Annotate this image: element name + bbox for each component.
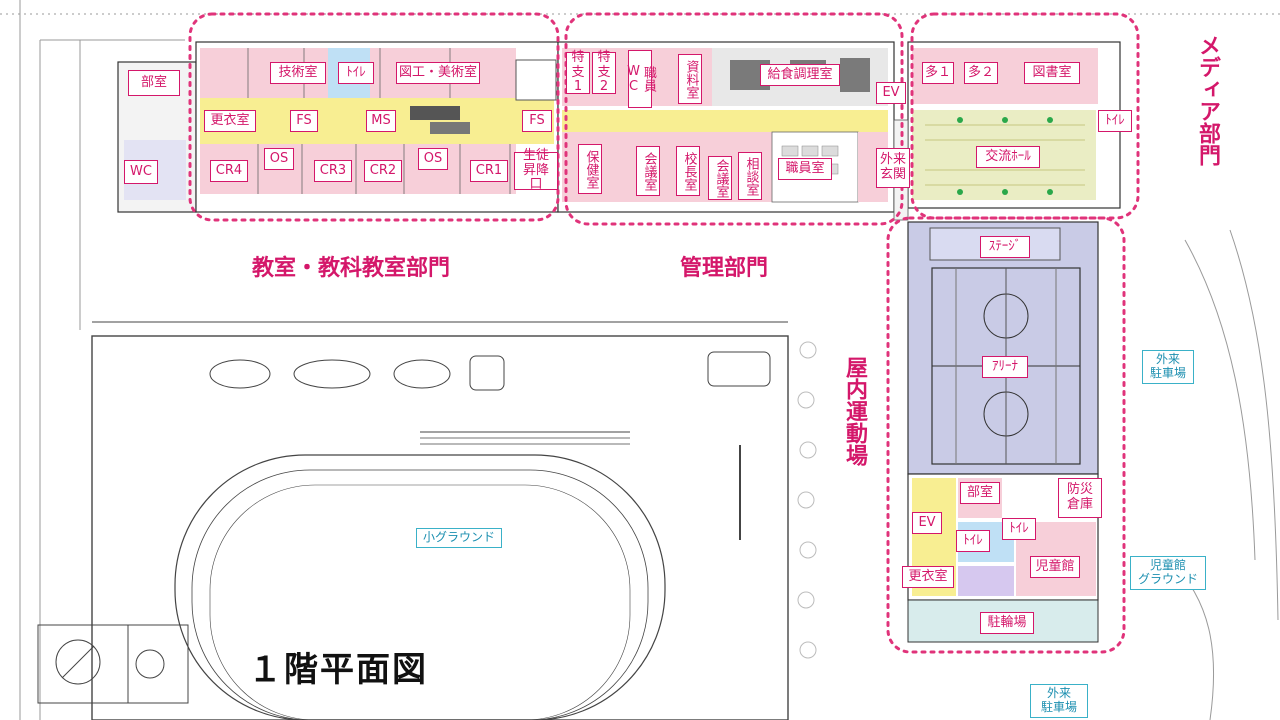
room-cr2: CR2 [364,160,402,182]
label-kids-ground: 児童館 グラウンド [1130,556,1206,590]
room-ev-2: EV [912,512,942,534]
room-ta-2: 多２ [964,62,998,84]
room-arena: ｱﾘｰﾅ [982,356,1028,378]
room-kaigi-2: 会議室 [708,156,732,200]
room-ms: MS [366,110,396,132]
room-os-2: OS [418,148,448,170]
room-ta-1: 多１ [922,62,954,84]
room-shokuin-wc: 職員WC [626,50,656,108]
room-gijutsu: 技術室 [270,62,326,84]
room-toilet-media: ﾄｲﾚ [1098,110,1132,132]
room-tokushi-1: 特支 1 [566,50,590,94]
room-cr4: CR4 [210,160,248,182]
room-tokushi-2: 特支 2 [592,50,616,94]
room-cr3: CR3 [314,160,352,182]
room-stage: ｽﾃｰｼﾞ [980,236,1030,258]
compass-icon [37,624,189,704]
room-zukou: 図工・美術室 [396,62,480,84]
room-bushitsu-gym: 部室 [960,482,1000,504]
room-kaigi-1: 会議室 [636,146,660,196]
room-bousai: 防災 倉庫 [1058,478,1102,518]
tree-row [797,341,817,659]
room-toilet-1: ﾄｲﾚ [338,62,374,84]
room-shokuin: 職員室 [778,158,832,180]
room-hoken: 保健室 [578,144,602,194]
room-wc-west: WC [124,160,158,184]
section-media: メディア部門 [1195,34,1220,166]
room-cr1: CR1 [470,160,508,182]
room-kouchou: 校長室 [676,146,700,196]
label-parking-2: 外来 駐車場 [1030,684,1088,718]
room-kyushoku: 給食調理室 [760,64,840,86]
room-chuurin: 駐輪場 [980,612,1034,634]
room-tosho: 図書室 [1024,62,1080,84]
section-admin: 管理部門 [680,256,769,281]
room-os-1: OS [264,148,294,170]
section-outlines [188,12,1140,654]
room-gairai-genkan: 外来 玄関 [876,148,910,188]
label-parking-1: 外来 駐車場 [1142,350,1194,384]
room-kouryu-hall: 交流ﾎｰﾙ [976,146,1040,168]
page-title: １階平面図 [248,650,428,690]
room-jidoukan: 児童館 [1030,556,1080,578]
section-classroom: 教室・教科教室部門 [252,256,451,281]
room-seito-shoukouguchi: 生徒 昇降口 [514,148,558,192]
room-toilet-gym-1: ﾄｲﾚ [956,530,990,552]
room-fs-2: FS [522,110,552,132]
section-gym: 屋内運動場 [842,356,867,466]
room-ev-1: EV [876,82,906,104]
room-bushitsu-west: 部室 [128,70,180,96]
room-soudan: 相談室 [738,152,762,200]
room-toilet-gym-2: ﾄｲﾚ [1002,518,1036,540]
room-koui-gym: 更衣室 [902,566,954,588]
room-fs-1: FS [290,110,318,132]
ground-drawing [91,321,789,720]
room-koui: 更衣室 [204,110,256,132]
label-small-ground: 小グラウンド [416,528,502,548]
room-shiryou: 資料室 [678,54,702,104]
